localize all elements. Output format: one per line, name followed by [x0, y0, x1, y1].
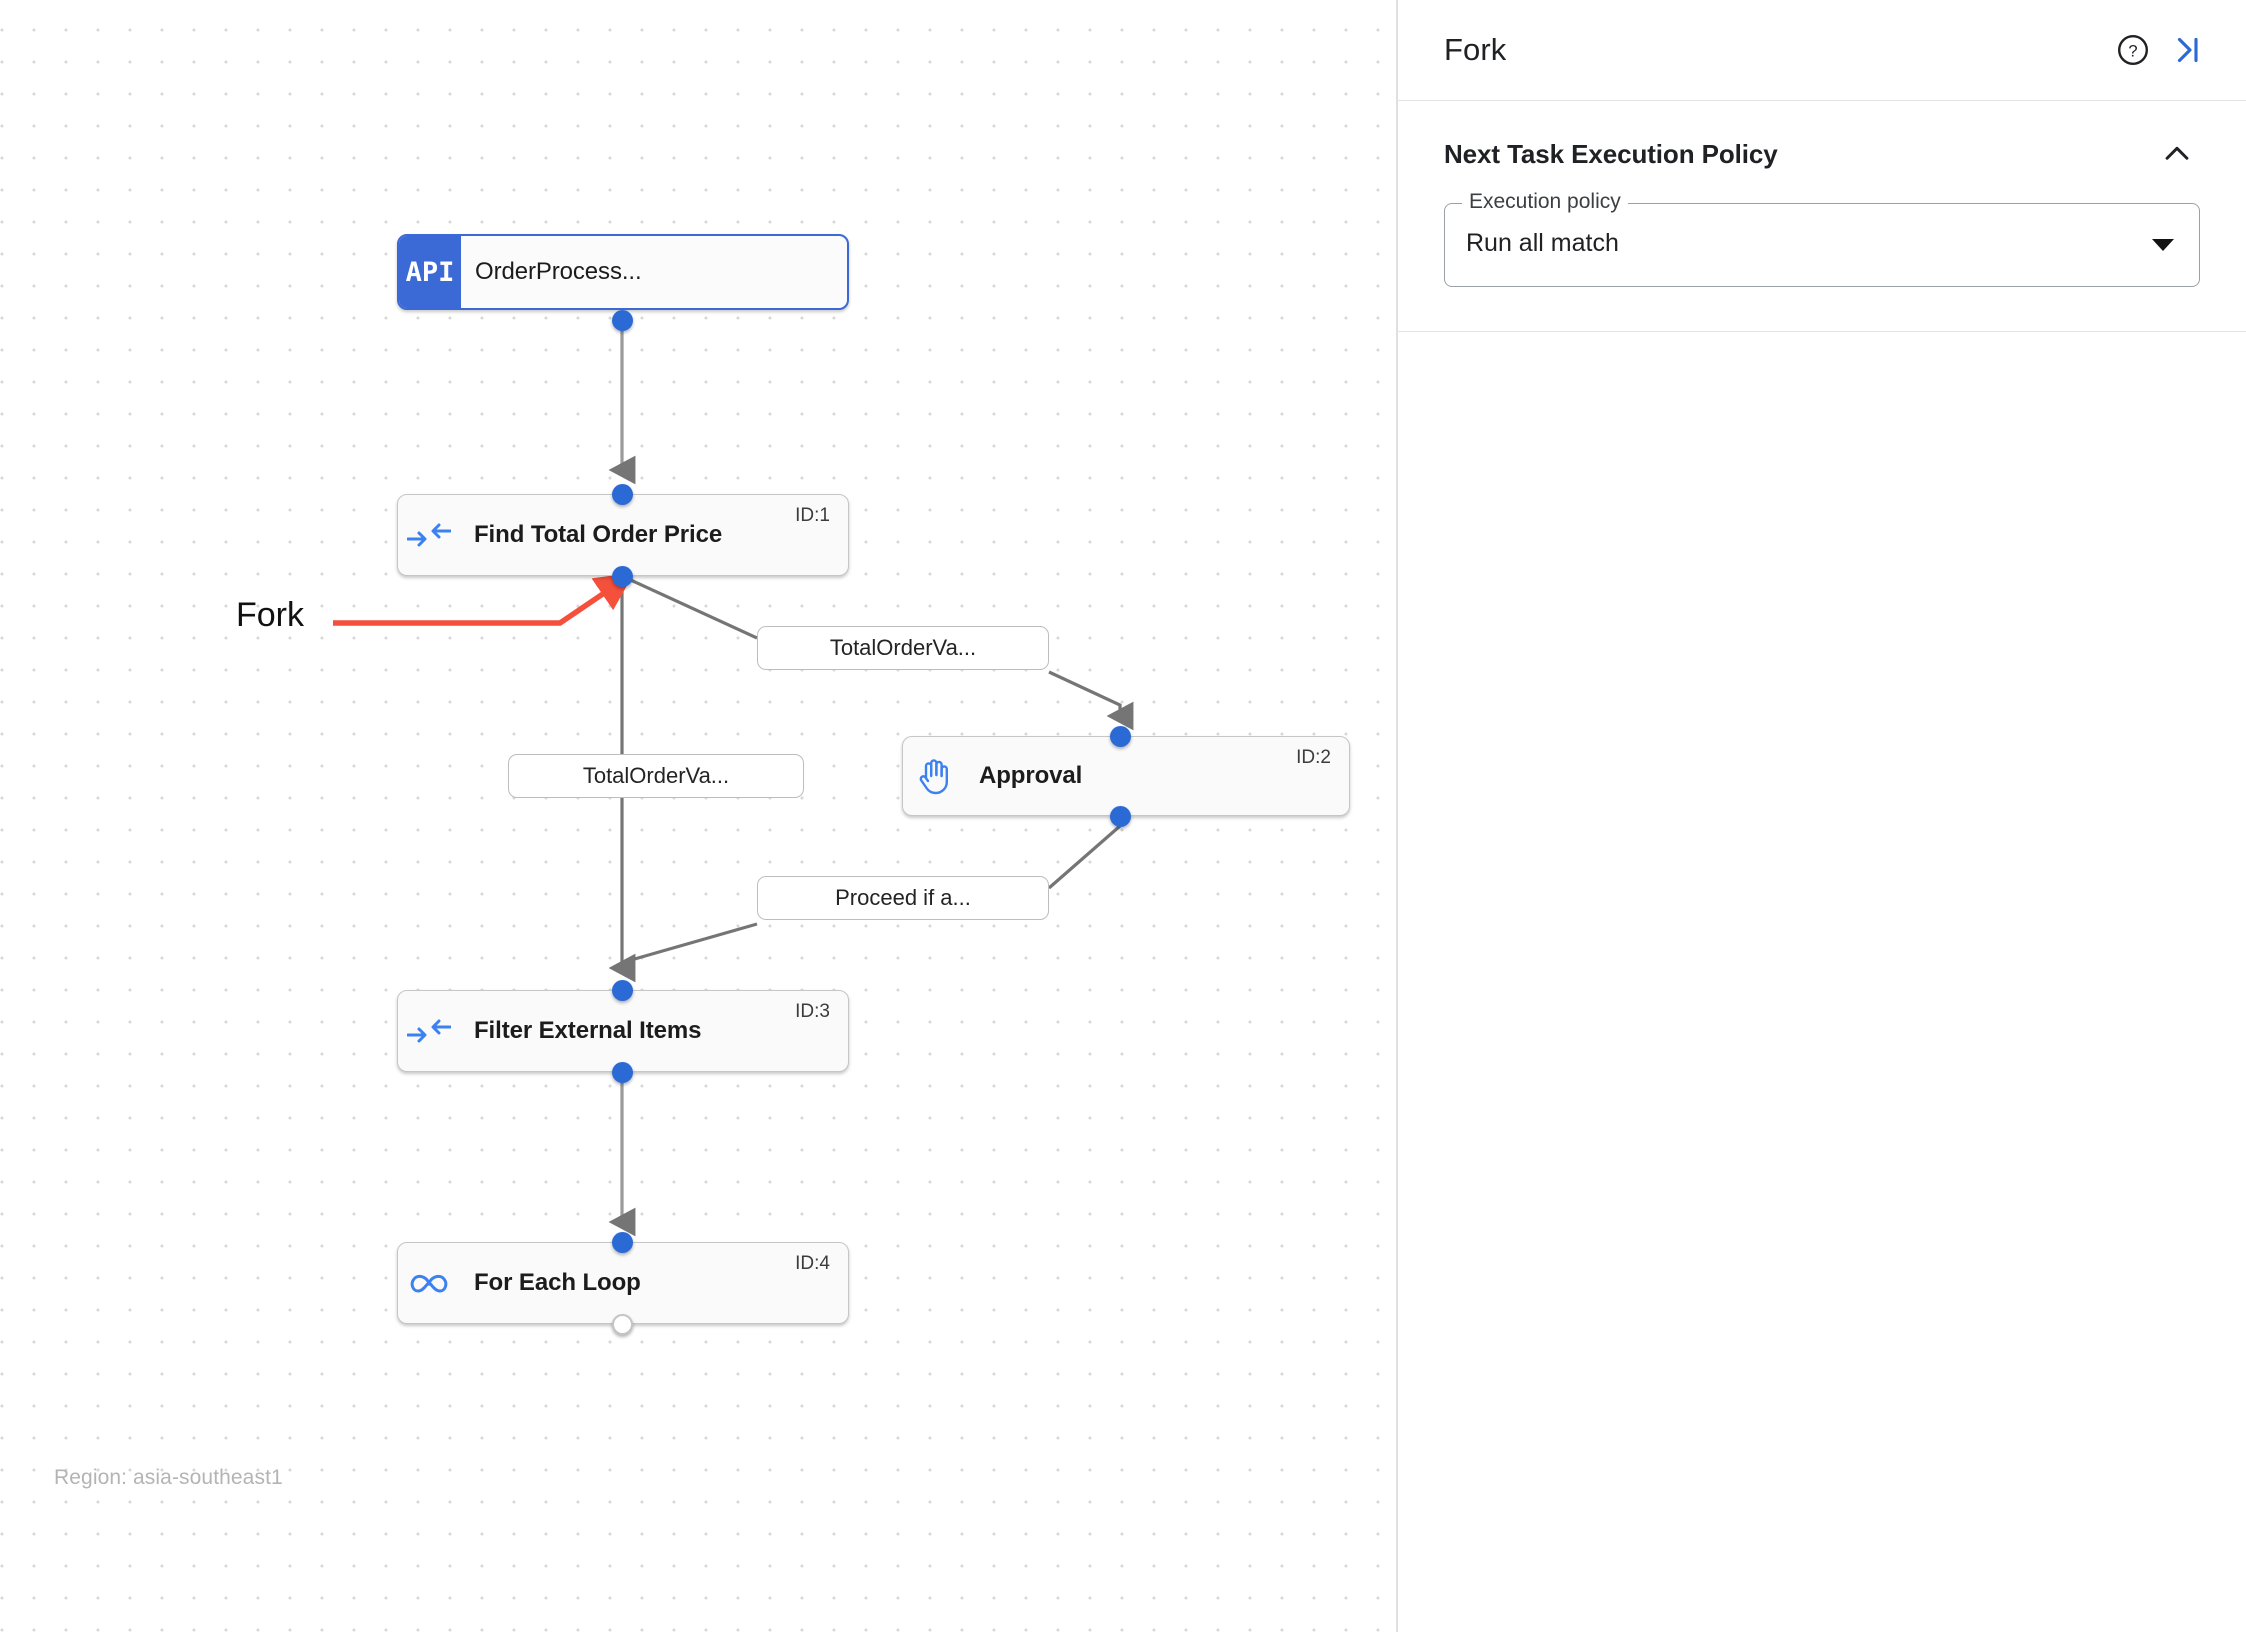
node-order-process[interactable]: API OrderProcess... [397, 234, 849, 310]
section-header[interactable]: Next Task Execution Policy [1444, 131, 2200, 177]
workflow-canvas[interactable]: API OrderProcess... Find Total Order Pri… [0, 0, 1398, 1632]
merge-arrows-icon [398, 495, 460, 575]
node-id-badge: ID:4 [795, 1253, 830, 1274]
node-for-each-loop[interactable]: For Each Loop ID:4 [397, 1242, 849, 1324]
node-label: OrderProcess... [475, 258, 642, 285]
collapse-right-icon[interactable] [2164, 27, 2210, 73]
node-label: Approval [979, 762, 1083, 789]
connector-in-filter-external-items[interactable] [612, 980, 633, 1001]
connector-in-for-each-loop[interactable] [612, 1232, 633, 1253]
node-label: Filter External Items [474, 1017, 702, 1044]
select-outline [1444, 203, 2200, 287]
connector-out-for-each-loop[interactable] [612, 1314, 633, 1335]
chevron-down-icon[interactable] [2152, 239, 2174, 251]
section-title: Next Task Execution Policy [1444, 138, 1778, 169]
connector-out-filter-external-items[interactable] [612, 1062, 633, 1083]
edge-label-total-order-value-right[interactable]: TotalOrderVa... [757, 626, 1049, 670]
merge-arrows-icon [398, 991, 460, 1071]
connector-out-find-total-order-price[interactable] [612, 566, 633, 587]
region-text: Region: asia-southeast1 [54, 1466, 283, 1489]
hand-icon [903, 737, 965, 815]
connector-out-approval[interactable] [1110, 806, 1131, 827]
node-find-total-order-price[interactable]: Find Total Order Price ID:1 [397, 494, 849, 576]
node-label: For Each Loop [474, 1269, 641, 1296]
properties-panel: Fork ? Next Task Execution Policy [1398, 0, 2246, 1632]
execution-policy-select[interactable]: Execution policy Run all match [1444, 190, 2200, 287]
svg-text:?: ? [2128, 43, 2137, 61]
panel-header: Fork ? [1398, 0, 2246, 101]
node-approval[interactable]: Approval ID:2 [902, 736, 1350, 816]
node-label: Find Total Order Price [474, 521, 723, 548]
execution-policy-value: Run all match [1466, 229, 1619, 257]
help-circle-icon[interactable]: ? [2110, 27, 2156, 73]
node-id-badge: ID:1 [795, 505, 830, 526]
infinity-icon [398, 1243, 460, 1323]
connector-out-order-process[interactable] [612, 310, 633, 331]
api-icon: API [399, 236, 461, 308]
connector-in-find-total-order-price[interactable] [612, 484, 633, 505]
edge-label-total-order-value-down[interactable]: TotalOrderVa... [508, 754, 804, 798]
section-next-task-execution-policy: Next Task Execution Policy Execution pol… [1398, 101, 2246, 332]
node-filter-external-items[interactable]: Filter External Items ID:3 [397, 990, 849, 1072]
chevron-up-icon[interactable] [2154, 131, 2200, 177]
execution-policy-label: Execution policy [1462, 190, 1628, 214]
annotation-label-fork: Fork [236, 596, 304, 634]
node-id-badge: ID:2 [1296, 747, 1331, 768]
connector-in-approval[interactable] [1110, 726, 1131, 747]
edge-label-proceed-if-approved[interactable]: Proceed if a... [757, 876, 1049, 920]
panel-title: Fork [1444, 32, 1507, 67]
node-id-badge: ID:3 [795, 1001, 830, 1022]
